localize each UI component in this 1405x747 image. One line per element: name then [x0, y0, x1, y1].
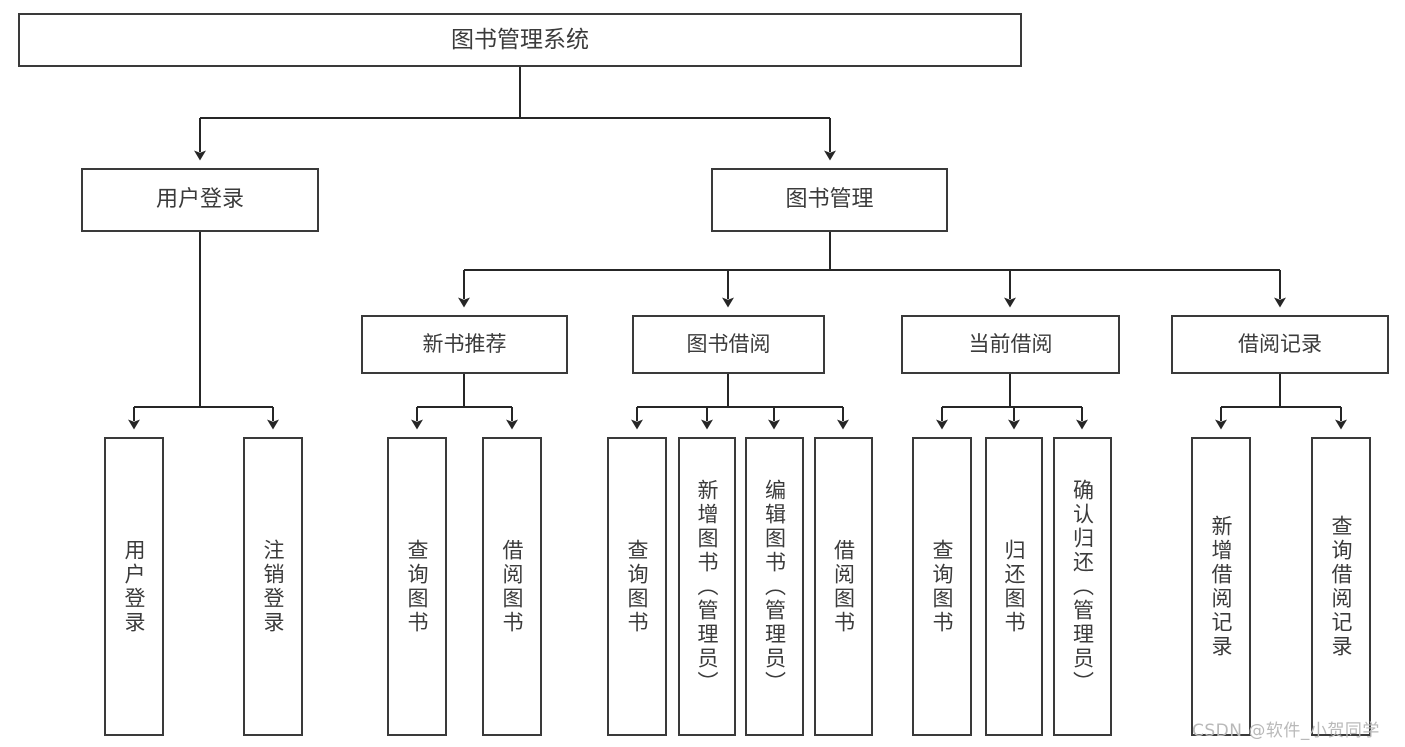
node-label: 借阅图书	[500, 538, 525, 635]
node-label: 新增借阅记录	[1209, 514, 1234, 659]
node-label: 借阅图书	[831, 538, 856, 635]
node-label: 借阅记录	[1238, 331, 1322, 356]
node-label: 图书管理	[785, 186, 874, 212]
node-leaf-logout[interactable]: 注销登录	[243, 437, 303, 736]
node-label: 图书管理系统	[451, 26, 589, 53]
csdn-watermark: CSDN @软件_小贺同学	[1192, 721, 1380, 741]
node-label: 用户登录	[155, 186, 244, 212]
node-leaf-add-book-admin[interactable]: 新增图书（管理员）	[678, 437, 736, 736]
node-leaf-borrow-book[interactable]: 借阅图书	[814, 437, 873, 736]
node-branch-user-login[interactable]: 用户登录	[81, 168, 319, 232]
node-label: 图书借阅	[686, 331, 771, 356]
node-label: 查询图书	[930, 538, 955, 635]
node-leaf-return-book[interactable]: 归还图书	[985, 437, 1043, 736]
node-branch-book-management[interactable]: 图书管理	[711, 168, 948, 232]
node-group-book-borrow[interactable]: 图书借阅	[632, 315, 825, 374]
node-leaf-add-borrow-record[interactable]: 新增借阅记录	[1191, 437, 1251, 736]
node-group-new-book-recommend[interactable]: 新书推荐	[361, 315, 568, 374]
node-leaf-borrow-book-recommend[interactable]: 借阅图书	[482, 437, 542, 736]
node-leaf-query-book-recommend[interactable]: 查询图书	[387, 437, 447, 736]
node-label: 用户登录	[122, 538, 147, 635]
node-leaf-query-book-current[interactable]: 查询图书	[912, 437, 972, 736]
node-label: 查询图书	[405, 538, 430, 635]
node-root[interactable]: 图书管理系统	[18, 13, 1022, 67]
node-label: 新书推荐	[422, 331, 507, 356]
node-label: 归还图书	[1002, 538, 1027, 635]
node-label: 查询借阅记录	[1329, 514, 1354, 659]
node-leaf-user-login[interactable]: 用户登录	[104, 437, 164, 736]
node-label: 注销登录	[261, 538, 286, 635]
node-leaf-query-borrow-record[interactable]: 查询借阅记录	[1311, 437, 1371, 736]
node-group-borrow-record[interactable]: 借阅记录	[1171, 315, 1389, 374]
node-label: 确认归还（管理员）	[1070, 478, 1095, 695]
node-label: 新增图书（管理员）	[695, 478, 720, 695]
node-group-current-borrow[interactable]: 当前借阅	[901, 315, 1120, 374]
node-label: 查询图书	[625, 538, 650, 635]
node-leaf-confirm-return-admin[interactable]: 确认归还（管理员）	[1053, 437, 1112, 736]
node-leaf-query-book-borrow[interactable]: 查询图书	[607, 437, 667, 736]
node-leaf-edit-book-admin[interactable]: 编辑图书（管理员）	[745, 437, 804, 736]
node-label: 编辑图书（管理员）	[762, 478, 787, 695]
node-label: 当前借阅	[968, 331, 1053, 356]
